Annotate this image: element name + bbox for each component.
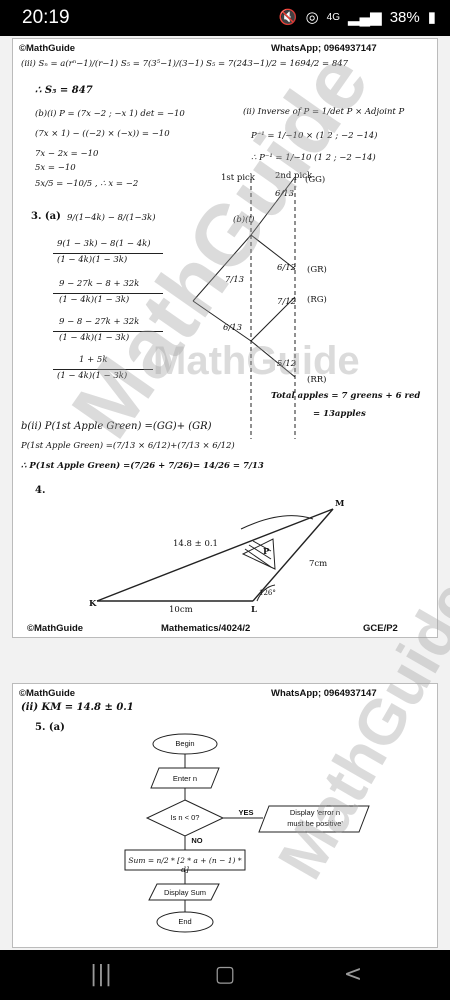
fraction-denominator: (1 − 4k)(1 − 3k) <box>57 255 128 265</box>
math-line: (ii) KM = 14.8 ± 0.1 <box>21 702 134 713</box>
math-line: (7x × 1) − ((−2) × (−x)) = −10 <box>35 129 170 139</box>
status-icons: 🔇 ◎ 4G ▂▄▆ 38% ▮ <box>278 8 436 27</box>
math-line: ∴ P⁻¹ = 1/−10 (1 2 ; −2 −14) <box>251 153 376 163</box>
page-footer-mid: Mathematics/4024/2 <box>161 623 251 634</box>
math-line: 9/(1−4k) − 8/(1−3k) <box>67 213 156 223</box>
length-label: 14.8 ± 0.1 <box>173 539 218 549</box>
back-icon[interactable]: < <box>343 962 363 987</box>
construction-diagram <box>96 508 334 602</box>
navigation-bar: ||| ▢ < <box>0 950 450 1000</box>
tree-prob: 5/12 <box>277 359 297 369</box>
vertex-label: P <box>263 547 270 557</box>
hotspot-icon: ◎ <box>305 9 319 26</box>
math-line: (iii) Sₙ = a(rⁿ−1)/(r−1) S₅ = 7(3⁵−1)/(3… <box>21 59 349 69</box>
tree-outcome: (RR) <box>307 375 327 385</box>
flowchart <box>124 733 370 933</box>
flow-end: End <box>178 917 192 926</box>
tree-outcome: (GG) <box>305 175 326 185</box>
question-number: 5. (a) <box>35 722 65 733</box>
math-line: (b)(i) P = (7x −2 ; −x 1) det = −10 <box>35 109 185 119</box>
home-icon[interactable]: ▢ <box>214 962 236 987</box>
flow-yes: YES <box>238 808 254 817</box>
page-header-right: WhatsApp; 0964937147 <box>271 688 377 699</box>
tree-total: = 13apples <box>313 409 366 419</box>
flow-output: Display Sum <box>163 888 207 897</box>
tree-outcome: (GR) <box>307 265 327 275</box>
tree-label: (b)(i) <box>233 215 255 225</box>
vertex-label: K <box>89 599 97 609</box>
flow-begin: Begin <box>175 739 195 748</box>
flow-decision: Is n < 0? <box>170 813 200 822</box>
tree-prob: 7/13 <box>225 275 245 285</box>
math-line: P⁻¹ = 1/−10 × (1 2 ; −2 −14) <box>251 131 378 141</box>
fraction-numerator: 9(1 − 3k) − 8(1 − 4k) <box>57 239 151 249</box>
math-line: ∴ P(1st Apple Green) =(7/26 + 7/26)= 14/… <box>21 461 264 471</box>
status-time: 20:19 <box>22 7 70 28</box>
document-viewer[interactable]: ©MathGuide WhatsApp; 0964937147 (iii) Sₙ… <box>0 36 450 950</box>
angle-label: 126° <box>259 589 276 597</box>
page-footer-right: GCE/P2 <box>363 623 398 634</box>
length-label: 7cm <box>309 559 328 569</box>
tree-prob: 7/12 <box>277 297 297 307</box>
math-line: ∴ S₅ = 847 <box>35 85 93 96</box>
vertex-label: M <box>335 499 345 509</box>
flow-no: NO <box>191 836 203 845</box>
question-number: 3. (a) <box>31 211 61 222</box>
battery-icon: ▮ <box>427 9 436 26</box>
math-line: 5x/5 = −10/5 , ∴ x = −2 <box>35 179 139 189</box>
math-line: 5x = −10 <box>35 163 76 173</box>
question-number: 4. <box>35 485 46 496</box>
probability-tree <box>192 176 296 439</box>
signal-icon: ▂▄▆ <box>348 9 382 26</box>
status-bar: 20:19 🔇 ◎ 4G ▂▄▆ 38% ▮ <box>0 0 450 36</box>
math-line: P(1st Apple Green) =(7/13 × 6/12)+(7/13 … <box>21 441 235 451</box>
tree-label: 1st pick <box>221 173 255 183</box>
network-label: 4G <box>326 11 340 23</box>
tree-label: 2nd pick <box>275 171 313 181</box>
tree-prob: 6/13 <box>223 323 243 333</box>
fraction-numerator: 9 − 27k − 8 + 32k <box>59 279 140 289</box>
fraction-denominator: (1 − 4k)(1 − 3k) <box>59 295 130 305</box>
length-label: 10cm <box>169 605 193 615</box>
tree-total: Total apples = 7 greens + 6 red <box>271 391 421 401</box>
page-footer-left: ©MathGuide <box>27 623 84 634</box>
flow-error: must be positive' <box>287 819 343 828</box>
fraction-numerator: 1 + 5k <box>79 355 108 365</box>
document-page-1: ©MathGuide WhatsApp; 0964937147 (iii) Sₙ… <box>12 36 438 638</box>
recent-apps-icon[interactable]: ||| <box>89 962 113 987</box>
math-line: 7x − 2x = −10 <box>35 149 99 159</box>
page-header-left: ©MathGuide <box>19 688 76 699</box>
fraction-numerator: 9 − 8 − 27k + 32k <box>59 317 140 327</box>
flow-input: Enter n <box>172 774 198 783</box>
battery-level: 38% <box>389 8 420 26</box>
page-header-right: WhatsApp; 0964937147 <box>271 43 377 54</box>
tree-prob: 6/13 <box>275 189 295 199</box>
tree-prob: 6/12 <box>277 263 297 273</box>
tree-outcome: (RG) <box>307 295 327 305</box>
flow-error: Display 'error n <box>289 808 341 817</box>
vertex-label: L <box>251 605 257 615</box>
page-header-left: ©MathGuide <box>19 43 76 54</box>
math-line: (ii) Inverse of P = 1/det P × Adjoint P <box>243 107 405 117</box>
math-line: b(ii) P(1st Apple Green) =(GG)+ (GR) <box>21 421 212 432</box>
mute-icon: 🔇 <box>278 9 298 26</box>
fraction-denominator: (1 − 4k)(1 − 3k) <box>57 371 128 381</box>
document-page-2: ©MathGuide WhatsApp; 0964937147 (ii) KM … <box>12 568 450 948</box>
fraction-denominator: (1 − 4k)(1 − 3k) <box>59 333 130 343</box>
flow-process: Sum = n/2 * [2 * a + (n − 1) * d] <box>128 856 242 874</box>
